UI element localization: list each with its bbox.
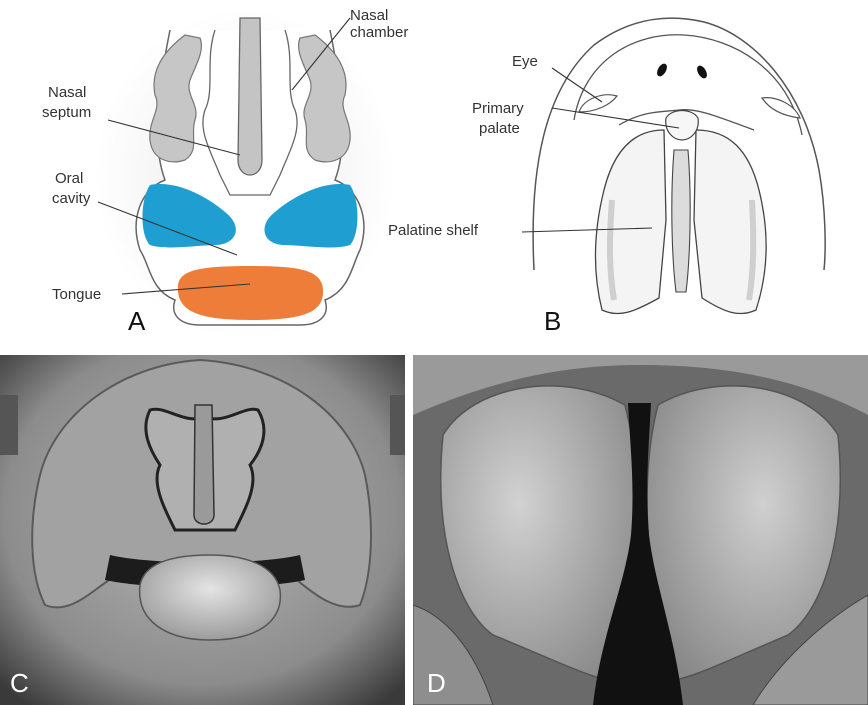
primary-palate-shape <box>666 111 699 141</box>
label-primary-palate-line2: palate <box>479 120 520 137</box>
panel-letter-d: D <box>427 668 446 699</box>
sem-septum <box>194 405 214 524</box>
panel-letter-a: A <box>128 306 145 337</box>
label-nasal-septum-line2: septum <box>42 104 91 121</box>
sem-tongue <box>140 555 281 640</box>
panel-letter-b: B <box>544 306 561 337</box>
panel-b-palate-view: Eye Primary palate Palatine shelf B <box>434 0 868 342</box>
tongue-shape <box>178 266 323 320</box>
sem-right-edge <box>390 395 405 455</box>
label-oral-cavity-line2: cavity <box>52 190 90 207</box>
leader-primary-palate <box>552 108 679 128</box>
sem-coronal-image <box>0 355 405 705</box>
left-nostril <box>655 62 669 78</box>
label-primary-palate-line1: Primary <box>472 100 524 117</box>
palate-view-drawing <box>434 0 868 342</box>
sem-palate-image <box>413 355 868 705</box>
nasal-septum-shape <box>238 18 262 175</box>
label-nasal-chamber: Nasal chamber <box>350 7 434 41</box>
left-eye <box>579 95 617 112</box>
left-palatine-shelf-b <box>595 130 666 314</box>
panel-letter-c: C <box>10 668 29 699</box>
label-eye: Eye <box>512 53 538 70</box>
label-oral-cavity-line1: Oral <box>55 170 83 187</box>
label-nasal-septum-line1: Nasal <box>48 84 86 101</box>
central-septum-b <box>672 150 690 292</box>
panel-a-coronal-diagram: Nasal chamber Nasal septum Oral cavity T… <box>0 0 434 342</box>
label-tongue: Tongue <box>52 286 101 303</box>
right-nostril <box>695 64 709 80</box>
sem-left-edge <box>0 395 18 455</box>
panel-c-sem-coronal: C <box>0 355 405 705</box>
panel-d-sem-palate: D <box>413 355 868 705</box>
label-palatine-shelf-shared: Palatine shelf <box>388 222 478 239</box>
